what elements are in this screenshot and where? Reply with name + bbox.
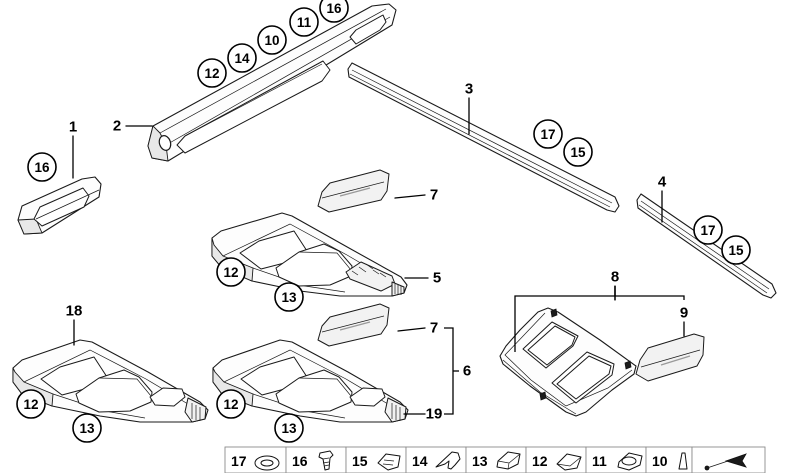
- part-5-center-console-trim[interactable]: [211, 212, 408, 297]
- part-2-dashboard-trim-strip[interactable]: [147, 3, 397, 162]
- part-3-long-trim-strip[interactable]: [347, 62, 620, 213]
- part-19-center-console-panel[interactable]: [212, 339, 409, 423]
- bracket-group-8: [514, 286, 685, 352]
- part-1-trim-piece[interactable]: [17, 176, 102, 235]
- bracket-group-6: [444, 327, 459, 415]
- part-7-upper-cover[interactable]: [317, 169, 390, 213]
- part-9-cover-plate[interactable]: [635, 333, 705, 382]
- part-7-lower-cover[interactable]: [317, 303, 390, 347]
- part-8-twin-opening-frame[interactable]: [499, 307, 637, 417]
- part-18-center-console-panel[interactable]: [12, 339, 209, 423]
- part-4-short-trim-strip[interactable]: [636, 193, 777, 299]
